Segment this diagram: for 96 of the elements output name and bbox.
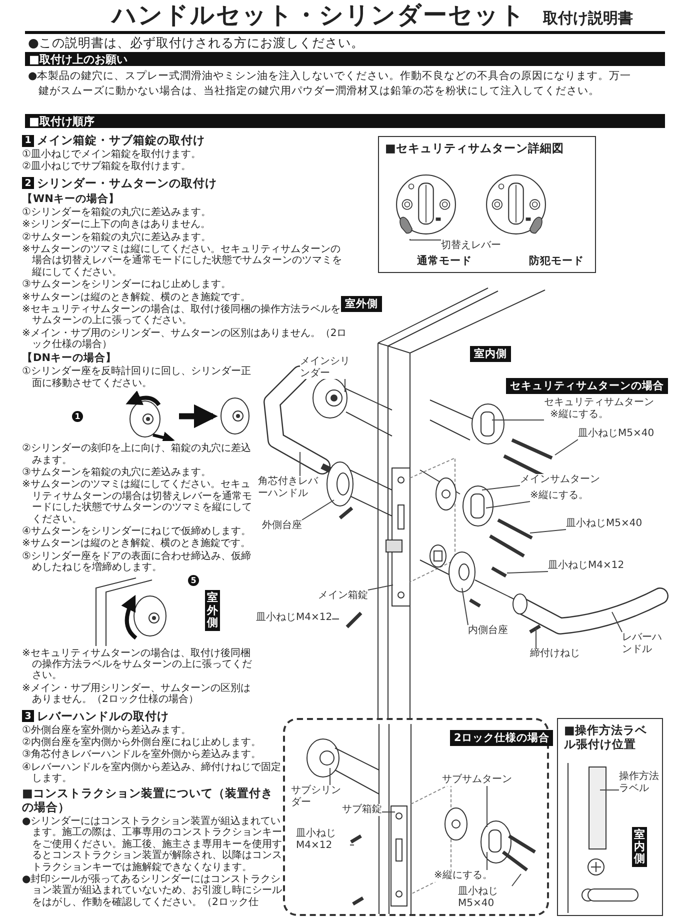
callout-text: 切替えレバー	[441, 240, 501, 252]
callout-number: 1	[72, 410, 83, 422]
panel-heading: ■操作方法ラベル張付け位置	[564, 723, 648, 751]
leader-line	[344, 378, 346, 392]
instruction-text: ●封印シールが張ってあるシリンダーにはコンストラクション装置が組込まれていないため、お引渡し時にシールをはがし、作動を確認してください。（2ロック仕	[22, 874, 283, 908]
callout-number: 5	[188, 574, 199, 586]
callout-text: 皿小ねじM5×40	[458, 886, 499, 909]
side-tag: 室外側	[205, 590, 220, 631]
section-band	[25, 52, 665, 66]
callout-text: 外側台座	[262, 520, 302, 532]
document-type: 取付け説明書	[543, 9, 633, 28]
callout-text: レバーハンドル	[622, 632, 663, 655]
leader-line	[350, 844, 354, 846]
section-heading: ■コンストラクション装置について（装置付きの場合）	[22, 787, 274, 816]
mode-caption: 通常モード	[417, 254, 472, 268]
leader-line	[554, 439, 578, 456]
instruction-text: ②サムターンを箱錠の丸穴に差込みます。	[22, 232, 212, 243]
leader-line	[332, 618, 340, 620]
instruction-text: ③サムターンを箱錠の丸穴に差込みます。	[22, 467, 212, 478]
callout-text: 角芯付きレバーハンドル	[258, 476, 320, 499]
instruction-text: ③サムターンをシリンダーにねじ止めします。	[22, 279, 232, 291]
step-heading: メイン箱錠・サブ箱錠の取付け	[37, 133, 205, 148]
leader-line	[462, 588, 468, 626]
step-heading: シリンダー・サムターンの取付け	[37, 176, 217, 191]
section-band	[25, 114, 665, 128]
callout-text: メインサムターン	[520, 474, 600, 486]
callout-text: ※縦にする。	[434, 870, 492, 882]
callout-text: サブサムターン	[442, 774, 512, 786]
callout-text: 皿小ねじM5×40	[566, 518, 642, 530]
leader-line	[530, 529, 566, 534]
callout-text: 皿小ねじM4×12	[256, 612, 332, 624]
instruction-text: ※サムターンのツマミは縦にしてください。セキュリティサムターンの場合は切替えレバーを通常モードにした状態でサムターンのツマミを縦にしてください。	[22, 244, 343, 278]
callout-text: ※縦にする。	[549, 408, 610, 420]
lead-note: ●この説明書は、必ず取付けされる方にお渡しください。	[28, 35, 364, 52]
instruction-text: ※セキュリティサムターンの場合は、取付け後同梱の操作方法ラベルをサムターンの上に張ってください。	[22, 648, 253, 682]
side-tag: 室内側	[470, 346, 511, 362]
instruction-text: ②内側台座を室内側から外側台座にねじ止めします。	[22, 736, 262, 748]
leader-line	[612, 612, 622, 632]
callout-text: 皿小ねじM5×40	[578, 428, 654, 440]
instruction-text: ●シリンダーにはコンストラクション装置が組込まれています。施工の際は、工事専用のコンストラクションキーをご使用ください。施工後、施主さま専用キーを使用するとコンストラクション装置が解除され、以降はコンストラクションキーでは施解錠できなくなります。	[22, 816, 283, 873]
panel-heading: ■セキュリティサムターン詳細図	[385, 141, 565, 155]
instruction-text: ⑤シリンダー座をドアの表面に合わせ締込み、仮締めしたねじを増締めします。	[22, 550, 252, 574]
leader-line	[486, 785, 488, 828]
callout-text: 皿小ねじM4×12	[548, 560, 624, 572]
side-tag: 室外側	[341, 296, 382, 312]
instruction-text: ①皿小ねじでメイン箱錠を取付けます。	[22, 149, 202, 160]
panel	[557, 718, 663, 916]
instruction-text: ③角芯付きレバーハンドルを室外側から差込みます。	[22, 749, 262, 761]
instruction-text: ①外側台座を室外側から差込みます。	[22, 724, 192, 736]
instruction-text: ④レバーハンドルを室内側から差込み、締付けねじで固定します。	[22, 762, 282, 784]
leader-line	[302, 500, 334, 520]
callout-text: ※縦にする。	[530, 490, 588, 502]
leader-line	[486, 852, 488, 870]
leader-line	[506, 571, 548, 574]
instruction-text: ※メイン・サブ用のシリンダー、サムターンの区別はありません。（2ロック仕様の場合）	[22, 328, 348, 350]
leader-line	[410, 238, 442, 240]
section-heading: ■取付け順序	[29, 114, 94, 128]
panel	[378, 136, 596, 273]
callout-text: 皿小ねじM4×12	[296, 828, 337, 851]
step-number: 1	[22, 134, 34, 146]
side-tag: 2ロック仕様の場合	[450, 730, 554, 746]
instruction-text: ※シリンダーに上下の向きはありません。	[22, 219, 212, 231]
instruction-text: ①シリンダー座を反時計回りに回し、シリンダー正面に移動させてください。	[22, 366, 252, 390]
step-number: 3	[22, 710, 34, 722]
side-tag: セキュリティサムターンの場合	[506, 378, 668, 394]
section-heading: ■取付け上のお願い	[29, 52, 128, 66]
instruction-text: ※サムターンのツマミは縦にしてください。セキュリティサムターンの場合は切替えレバーを通常モードにした状態でサムターンのツマミを縦にしてください。	[22, 479, 253, 525]
callout-text: メインシリンダー	[300, 356, 351, 379]
callout-text: セキュリティサムターン	[544, 397, 654, 408]
callout-text: 締付けねじ	[530, 648, 580, 660]
instruction-text: ④サムターンをシリンダーにねじで仮締めします。	[22, 526, 252, 538]
callout-text: サブシリンダー	[291, 785, 342, 808]
arrow	[179, 404, 218, 428]
page-title: ハンドルセット・シリンダーセット	[112, 0, 526, 30]
callout-text: サブ箱錠	[342, 804, 382, 816]
callout-text: 内側台座	[468, 625, 508, 636]
callout-text: 操作方法ラベル	[619, 771, 660, 794]
instruction-text: ②皿小ねじでサブ箱錠を取付けます。	[22, 161, 192, 173]
step-number: 2	[22, 177, 34, 190]
side-tag: 室内側	[632, 827, 647, 868]
key-type-heading: 【WNキーの場合】	[22, 192, 120, 206]
instruction-text: ※サムターンは縦のとき解錠、横のとき施錠です。	[22, 538, 252, 550]
leader-line	[482, 485, 520, 490]
notice-text: ●本製品の鍵穴に、スプレー式潤滑油やミシン油を注入しないでください。作動不良などの不具合の原因になります。万一鍵がスムーズに動かない場合は、当社指定の鍵穴用パウダー潤滑材又は鉛筆の芯を粉状にして注入してください。	[28, 69, 632, 99]
instruction-text: ※セキュリティサムターンの場合は、取付け後同梱の操作方法ラベルをサムターンの上に張ってください。	[22, 304, 342, 327]
leader-line	[512, 874, 522, 886]
instruction-text: ①シリンダーを箱錠の丸穴に差込みます。	[22, 206, 212, 218]
instruction-text: ※メイン・サブ用シリンダー、サムターンの区別はありません。（2ロック仕様の場合）	[22, 682, 252, 706]
leader-line	[486, 501, 530, 508]
mode-caption: 防犯モード	[529, 254, 584, 268]
step-heading: レバーハンドルの取付け	[37, 708, 169, 724]
instruction-text: ②シリンダーの刻印を上に向け、箱錠の丸穴に差込みます。	[22, 443, 252, 466]
key-type-heading: 【DNキーの場合】	[22, 351, 118, 366]
instruction-text: ※サムターンは縦のとき解錠、横のとき施錠です。	[22, 292, 252, 303]
leader-line	[368, 584, 394, 590]
callout-text: メイン箱錠	[318, 590, 368, 602]
